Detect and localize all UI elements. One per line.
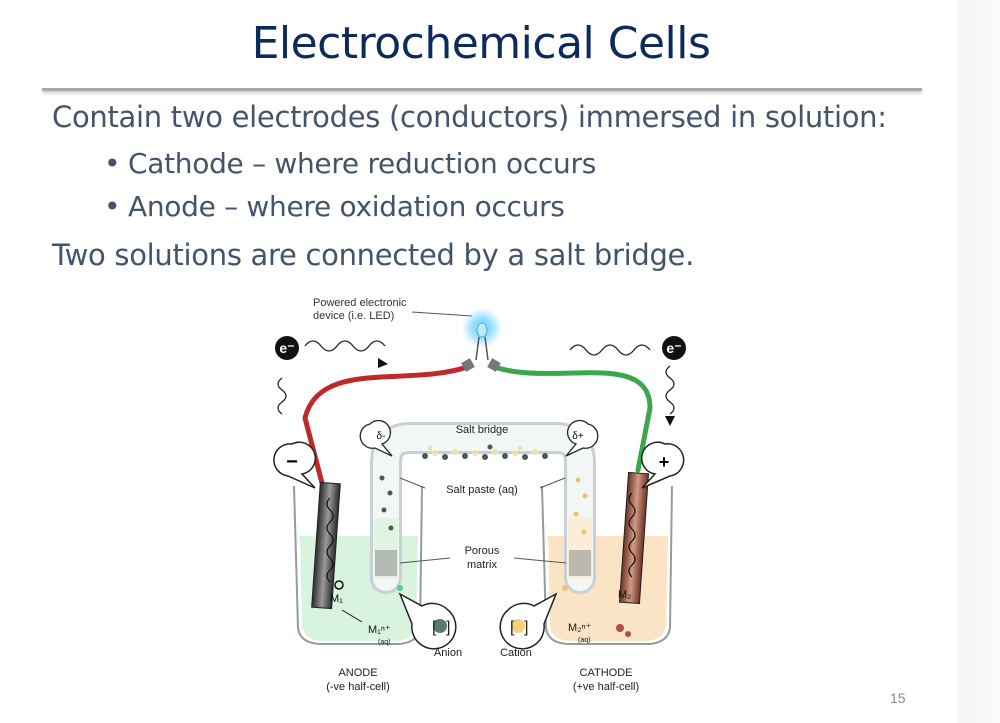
page-number: 15: [890, 690, 906, 706]
cathode-beaker: [541, 485, 673, 645]
porous-leader-left: [399, 557, 451, 564]
anode-electron-path: [326, 497, 334, 583]
cathode-clip: [487, 358, 501, 372]
porous-label-line2: matrix: [467, 559, 497, 571]
slide-title: Electrochemical Cells: [251, 18, 711, 69]
anion-label: Anion: [434, 647, 462, 659]
negative-callout: [273, 441, 317, 489]
electron-symbol-left: e⁻: [279, 340, 294, 356]
electron-badge-left: [275, 336, 299, 360]
anion-callout: [398, 592, 457, 650]
salt-particles: [379, 444, 588, 591]
positive-sign: +: [659, 452, 670, 472]
cation-label: Cation: [500, 647, 532, 659]
title-divider: [42, 88, 922, 91]
anode-label-line2: (-ve half-cell): [326, 681, 390, 693]
m2-label: M₂: [618, 589, 631, 601]
salt-paste-label: Salt paste (aq): [446, 484, 518, 496]
electrochemical-cell-diagram: Powered electronic device (i.e. LED) e⁻ …: [273, 297, 686, 693]
anode-label-line1: ANODE: [338, 667, 377, 679]
cathode-electron-path: [628, 492, 636, 578]
bullet-dot: •: [104, 190, 121, 223]
led-lead-left: [475, 336, 480, 361]
electron-arrow-right: [665, 416, 675, 426]
cathode-deposit: [625, 631, 631, 637]
delta-plus-callout: [565, 419, 599, 457]
anion-particle-icon: [433, 619, 447, 633]
m1-label: M₁: [330, 593, 343, 605]
negative-sign: −: [286, 451, 298, 473]
anion-bracket-right: ]: [446, 619, 450, 636]
bullet-anode: •Anode – where oxidation occurs: [104, 190, 565, 223]
intro-text: Contain two electrodes (conductors) imme…: [52, 100, 887, 134]
porous-leader-right: [513, 557, 567, 564]
device-label-line1: Powered electronic: [313, 297, 407, 309]
cation-bracket-right: ]: [524, 619, 528, 636]
porous-label-line1: Porous: [465, 545, 500, 557]
anode-atom-icon: [334, 580, 344, 590]
porous-matrix-left: [375, 550, 397, 576]
anode-clip: [461, 358, 475, 372]
delta-minus-callout: [359, 419, 393, 457]
anode-wire: [302, 363, 473, 486]
m2-aq-label: (aq): [578, 637, 590, 644]
led-lead-right: [484, 336, 489, 361]
salt-bridge-label: Salt bridge: [456, 424, 509, 436]
bullet-text: Anode – where oxidation occurs: [128, 190, 565, 223]
electron-path-side-left: [277, 377, 287, 415]
electron-badge-right: [662, 336, 686, 360]
cathode-label-line1: CATHODE: [580, 667, 633, 679]
closing-text: Two solutions are connected by a salt br…: [52, 238, 695, 272]
cation-particle-icon: [511, 619, 525, 633]
electron-symbol-right: e⁻: [666, 340, 681, 356]
delta-minus-label: δ-: [377, 431, 386, 442]
electron-path-top-left: [304, 340, 386, 352]
porous-matrix-right: [569, 550, 591, 576]
m1-aq-label: (aq): [378, 639, 390, 646]
electron-arrow-left: [378, 358, 388, 368]
positive-callout: [640, 441, 685, 489]
salt-paste-leader-right: [539, 477, 566, 489]
salt-paste-leader-left: [399, 477, 426, 489]
device-label-line2: device (i.e. LED): [313, 310, 394, 322]
slide-edge-strip: [958, 0, 1000, 723]
bullet-cathode: •Cathode – where reduction occurs: [104, 147, 596, 180]
electron-path-side-right: [665, 365, 675, 415]
delta-plus-label: δ+: [572, 431, 584, 442]
cation-bracket-left: [: [510, 619, 515, 636]
led-icon: [476, 322, 488, 338]
cathode-wire: [489, 363, 653, 473]
cathode-label-line2: (+ve half-cell): [573, 681, 639, 693]
m1-ion-label: M₁ⁿ⁺: [368, 624, 391, 636]
cathode-deposit: [616, 624, 624, 632]
electron-path-top-right: [569, 344, 651, 356]
m2-ion-label: M₂ⁿ⁺: [568, 622, 591, 634]
bullet-text: Cathode – where reduction occurs: [128, 147, 596, 180]
m1-ion-arrow: [341, 609, 363, 623]
bullet-dot: •: [104, 147, 121, 180]
anion-bracket-left: [: [432, 619, 437, 636]
device-leader-line: [411, 311, 473, 317]
cation-callout: [499, 592, 558, 650]
